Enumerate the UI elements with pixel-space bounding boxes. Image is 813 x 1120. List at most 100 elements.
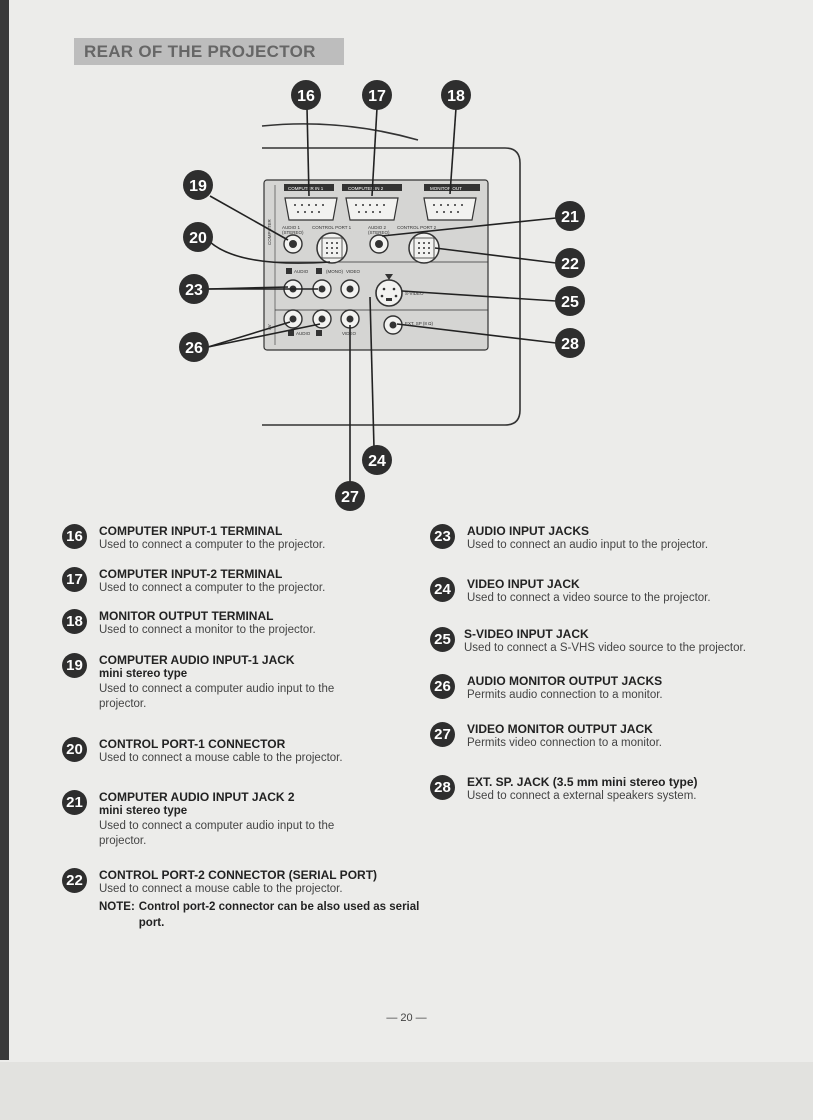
control-port-2-connector	[408, 232, 440, 264]
computer-in-1-label: COMPUTER IN 1	[288, 186, 324, 191]
item-18: 18 MONITOR OUTPUT TERMINAL Used to conne…	[62, 609, 402, 638]
av-side-label: AV	[267, 324, 272, 330]
av-audio-in-label: AUDIO	[294, 269, 309, 274]
item-22: 22 CONTROL PORT-2 CONNECTOR (SERIAL PORT…	[62, 868, 442, 931]
item-badge: 21	[62, 790, 87, 815]
svg-text:26: 26	[185, 340, 203, 357]
item-description: Used to connect a computer audio input t…	[99, 820, 335, 847]
item-description: Used to connect a computer audio input t…	[99, 683, 335, 710]
item-title: COMPUTER AUDIO INPUT-1 JACK	[99, 653, 295, 667]
svg-text:23: 23	[185, 282, 203, 299]
section-heading: REAR OF THE PROJECTOR	[74, 38, 344, 65]
item-title: COMPUTER INPUT-2 TERMINAL	[99, 567, 283, 581]
item-description: Permits video connection to a monitor.	[467, 737, 662, 749]
item-subtitle: mini stereo type	[99, 805, 188, 817]
callout-17: 17	[362, 80, 392, 110]
svg-text:17: 17	[368, 88, 386, 105]
item-badge: 16	[62, 524, 87, 549]
callout-23: 23	[179, 274, 209, 304]
item-title: S-VIDEO INPUT JACK	[464, 627, 589, 641]
svg-text:16: 16	[297, 88, 315, 105]
svg-text:18: 18	[447, 88, 465, 105]
callout-22: 22	[555, 248, 585, 278]
callout-18: 18	[441, 80, 471, 110]
item-description: Used to connect a mouse cable to the pro…	[99, 883, 343, 895]
item-title: COMPUTER AUDIO INPUT JACK 2	[99, 790, 295, 804]
control-port-2-label: CONTROL PORT 2	[397, 225, 437, 230]
rear-panel-diagram: COMPUTER AV COMPUTER IN 1 COMPUTER IN 2 …	[179, 80, 585, 511]
item-title: MONITOR OUTPUT TERMINAL	[99, 609, 274, 623]
item-description: Used to connect a computer to the projec…	[99, 582, 326, 594]
item-description: Used to connect a external speakers syst…	[467, 790, 697, 802]
page-bottom-margin	[0, 1062, 813, 1120]
computer-in-2-label: COMPUTER IN 2	[348, 186, 384, 191]
svg-text:28: 28	[561, 336, 579, 353]
item-badge: 20	[62, 737, 87, 762]
audio-1-jack	[283, 234, 303, 254]
callout-21: 21	[555, 201, 585, 231]
s-video-label: S-VIDEO	[405, 291, 424, 296]
item-badge: 23	[430, 524, 455, 549]
audio-out-r-jack	[312, 309, 332, 329]
item-badge: 28	[430, 775, 455, 800]
callout-26: 26	[179, 332, 209, 362]
item-24: 24 VIDEO INPUT JACK Used to connect a vi…	[430, 577, 800, 606]
monitor-out-label: MONITOR OUT	[430, 186, 462, 191]
item-subtitle: mini stereo type	[99, 668, 188, 680]
item-27: 27 VIDEO MONITOR OUTPUT JACK Permits vid…	[430, 722, 800, 751]
item-17: 17 COMPUTER INPUT-2 TERMINAL Used to con…	[62, 567, 402, 596]
item-badge: 25	[430, 627, 455, 652]
item-21: 21 COMPUTER AUDIO INPUT JACK 2 mini ster…	[62, 790, 382, 849]
item-badge: 18	[62, 609, 87, 634]
audio-2-label: AUDIO 2	[368, 225, 387, 230]
svg-text:24: 24	[368, 453, 386, 470]
item-title: VIDEO INPUT JACK	[467, 577, 580, 591]
svg-text:20: 20	[189, 230, 207, 247]
item-title: AUDIO MONITOR OUTPUT JACKS	[467, 674, 663, 688]
ext-sp-label: EXT. SP (8 Ω)	[405, 321, 434, 326]
item-description: Used to connect a computer to the projec…	[99, 539, 326, 551]
item-badge: 26	[430, 674, 455, 699]
page-number: — 20 —	[386, 1012, 427, 1024]
svg-text:22: 22	[561, 256, 579, 273]
item-23: 23 AUDIO INPUT JACKS Used to connect an …	[430, 524, 800, 553]
svg-text:27: 27	[341, 489, 359, 506]
audio-2-jack	[369, 234, 389, 254]
control-port-1-connector	[316, 232, 348, 264]
item-19: 19 COMPUTER AUDIO INPUT-1 JACK mini ster…	[62, 653, 382, 712]
svg-text:25: 25	[561, 294, 579, 311]
connector-panel: COMPUTER AV COMPUTER IN 1 COMPUTER IN 2 …	[263, 179, 489, 351]
callout-25: 25	[555, 286, 585, 316]
item-description: Used to connect a monitor to the project…	[99, 624, 316, 636]
audio-2-stereo-label: (STEREO)	[368, 230, 390, 235]
note-text: Control port-2 connector can be also use…	[138, 901, 420, 929]
video-in-jack	[340, 279, 360, 299]
item-description: Used to connect a video source to the pr…	[467, 592, 711, 604]
item-description: Used to connect a S-VHS video source to …	[464, 642, 746, 654]
item-title: CONTROL PORT-2 CONNECTOR (SERIAL PORT)	[99, 868, 378, 882]
note-label: NOTE:	[99, 901, 135, 913]
item-26: 26 AUDIO MONITOR OUTPUT JACKS Permits au…	[430, 674, 800, 703]
binding-edge	[0, 0, 9, 1060]
computer-in-1-port	[284, 197, 338, 221]
item-description: Permits audio connection to a monitor.	[467, 689, 663, 701]
item-title: VIDEO MONITOR OUTPUT JACK	[467, 722, 653, 736]
audio-in-r-jack	[312, 279, 332, 299]
s-video-jack	[375, 274, 403, 307]
monitor-out-port	[423, 197, 477, 221]
item-title: EXT. SP. JACK (3.5 mm mini stereo type)	[467, 775, 698, 789]
callout-27: 27	[335, 481, 365, 511]
av-mono-label: (MONO)	[326, 269, 343, 274]
item-25: 25 S-VIDEO INPUT JACK Used to connect a …	[430, 627, 805, 656]
callout-19: 19	[183, 170, 213, 200]
item-badge: 19	[62, 653, 87, 678]
item-title: COMPUTER INPUT-1 TERMINAL	[99, 524, 283, 538]
svg-text:19: 19	[189, 178, 207, 195]
item-title: CONTROL PORT-1 CONNECTOR	[99, 737, 286, 751]
audio-out-l-jack	[283, 309, 303, 329]
av-video-in-label: VIDEO	[346, 269, 361, 274]
svg-text:21: 21	[561, 209, 579, 226]
callout-28: 28	[555, 328, 585, 358]
callout-16: 16	[291, 80, 321, 110]
item-note: NOTE: Control port-2 connector can be al…	[99, 899, 429, 931]
